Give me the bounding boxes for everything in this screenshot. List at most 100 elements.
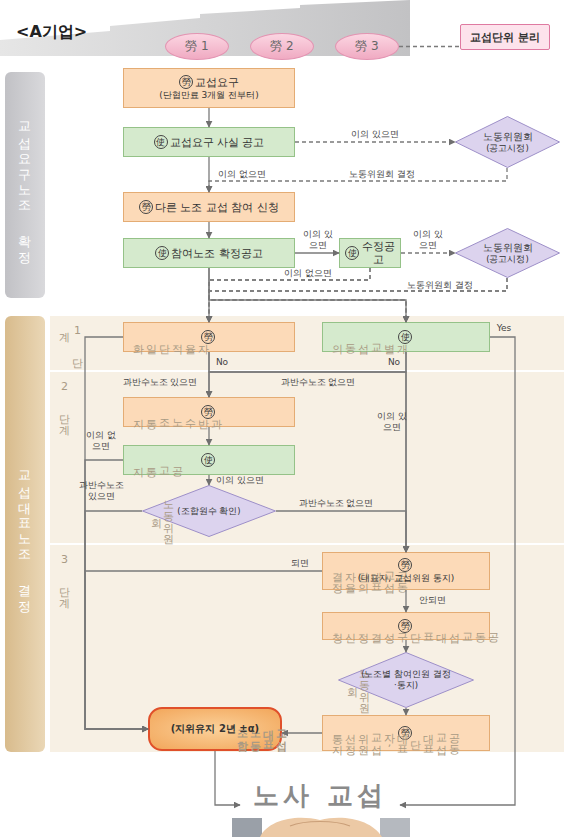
- edge-label: 이의 없으면: [284, 268, 332, 279]
- node-text: 공고통지: [132, 454, 184, 474]
- node-text: 공동교섭대표단 대표자, 교섭위원 선정 통지: [331, 724, 461, 750]
- role-icon: 勞: [179, 75, 193, 89]
- node-text: (단협만료 3개월 전부터): [128, 89, 290, 101]
- decision-diamond: 노동위원회(조합원수 확인): [142, 485, 276, 537]
- connector: [401, 252, 455, 253]
- connector: [276, 511, 406, 552]
- role-icon: 使: [154, 135, 168, 149]
- edge-label: 안되면: [419, 595, 446, 606]
- process-box: 勞공동교섭대표단 대표자, 교섭위원 선정 통지: [322, 715, 490, 751]
- connector: [208, 108, 209, 127]
- process-box: 使수정공고: [339, 238, 401, 268]
- connector: [209, 278, 507, 322]
- edge-label: 과반수노조 없으면: [281, 377, 356, 388]
- node-text: 공동교섭대표단 구성 결정 신청: [331, 621, 500, 639]
- node-text: 勞 1: [185, 40, 208, 53]
- connector: [209, 268, 406, 322]
- process-box: 使교섭요구 사실 공고: [123, 127, 295, 157]
- union-oval: 勞 2: [250, 33, 314, 60]
- node-text: 다른 노조 교섭 참여 신청: [155, 201, 279, 214]
- union-oval: 勞 3: [335, 33, 399, 60]
- node-text: 노동위원회: [346, 660, 370, 708]
- node-text: 노사 교섭: [253, 780, 386, 810]
- node-text: 勞 2: [270, 40, 293, 53]
- process-box: 勞교섭요구(단협만료 3개월 전부터): [123, 68, 295, 108]
- diamond-shape: [456, 229, 560, 278]
- connector: [405, 640, 406, 652]
- node-text: 개별교섭 동의: [331, 331, 409, 351]
- node-text: 2 단계: [58, 380, 71, 428]
- node-text: (공고시정): [486, 254, 529, 265]
- node-text: 1 단계: [58, 324, 84, 370]
- section-band: 교섭대표노조 결정: [5, 316, 45, 752]
- connector: [295, 141, 455, 142]
- edge-label: 이의 있으면: [351, 129, 399, 140]
- edge-label: 이의 있으면: [216, 475, 264, 486]
- edge-label: No: [216, 357, 228, 368]
- node-text: 교섭요구노조 확정: [18, 112, 33, 258]
- process-box: 使참여노조 확정공고: [123, 238, 295, 268]
- edge-label: 이의 없으면: [218, 169, 266, 180]
- connector: [85, 571, 322, 729]
- node-text: 노동위원회: [483, 242, 533, 254]
- connector: [215, 751, 240, 805]
- diamond-shape: [456, 117, 560, 168]
- node-text: 勞 3: [355, 40, 378, 53]
- edge-label: No: [388, 357, 400, 368]
- connector: [208, 475, 209, 485]
- process-box: 使개별교섭 동의: [322, 322, 490, 352]
- node-text: 자율적 단일화: [132, 331, 210, 351]
- connector: [85, 511, 148, 729]
- connector: [208, 157, 209, 192]
- edge-label: 노동위원회 결정: [349, 169, 415, 180]
- stage-band: 勞자율적 단일화 使개별교섭 동의 1 단계: [50, 316, 564, 370]
- edge-label: 과반수노조 있으면: [74, 480, 129, 502]
- stage-band: 勞공동교섭대표단의 자율 결정(대표자, 교섭위원 통지)勞공동교섭대표단 구성…: [50, 545, 564, 752]
- connector: [209, 268, 370, 322]
- connector: [400, 337, 515, 805]
- node-text: 과반수 노조 통지: [132, 406, 223, 426]
- role-icon: 使: [201, 453, 215, 467]
- connector: [405, 708, 406, 715]
- node-text: 교섭대표노조 결정: [18, 461, 33, 607]
- edge-label: 되면: [291, 558, 309, 569]
- connector: [208, 427, 209, 445]
- diamond-outline: [455, 228, 560, 278]
- diamond-shape: [143, 486, 276, 537]
- node-text: 교섭요구: [195, 76, 239, 89]
- connector: [209, 168, 507, 192]
- connector: [282, 732, 322, 733]
- edge-label: 이의 없으면: [85, 430, 117, 452]
- node-text: 참여노조 확정공고: [171, 247, 263, 260]
- flow-note: 이의 있으면: [377, 411, 407, 433]
- edge-label: 과반수노조 없으면: [299, 498, 374, 509]
- connector: [209, 268, 406, 322]
- process-box: 勞과반수 노조 통지: [123, 397, 295, 427]
- section-band: 교섭요구노조 확정: [5, 72, 45, 298]
- diamond-outline: [455, 116, 560, 168]
- node-text: 3 단계: [58, 553, 71, 601]
- process-box: 勞자율적 단일화: [123, 322, 295, 352]
- connector: [208, 222, 209, 238]
- node-text: 노동위원회: [483, 131, 533, 143]
- connector: [85, 337, 148, 729]
- edge-label: 노동위원회 결정: [407, 280, 473, 291]
- connector: [209, 352, 406, 552]
- node-text: (조합원수 확인): [177, 506, 240, 517]
- diamond-shape: [339, 653, 474, 708]
- connector: [399, 46, 460, 47]
- decision-diamond: 노동위원회(공고시정): [455, 116, 560, 168]
- node-text: (공고시정): [486, 143, 529, 154]
- process-box: 使 공고통지: [123, 445, 295, 475]
- diagram-title: <A기업>: [16, 22, 87, 43]
- result-box: 교섭대표노동조합(지위유지 2년 ±α): [148, 707, 282, 751]
- connector: [209, 278, 507, 322]
- process-box: 勞공동교섭대표단의 자율 결정(대표자, 교섭위원 통지): [322, 552, 490, 590]
- role-icon: 使: [155, 246, 169, 260]
- role-icon: 使: [345, 246, 359, 260]
- terminal-text: 노사 교섭: [240, 780, 400, 810]
- handshake-illustration: [232, 818, 410, 837]
- edge-label: Yes: [497, 323, 512, 334]
- decision-diamond: 노동위원회(공고시정): [455, 228, 560, 278]
